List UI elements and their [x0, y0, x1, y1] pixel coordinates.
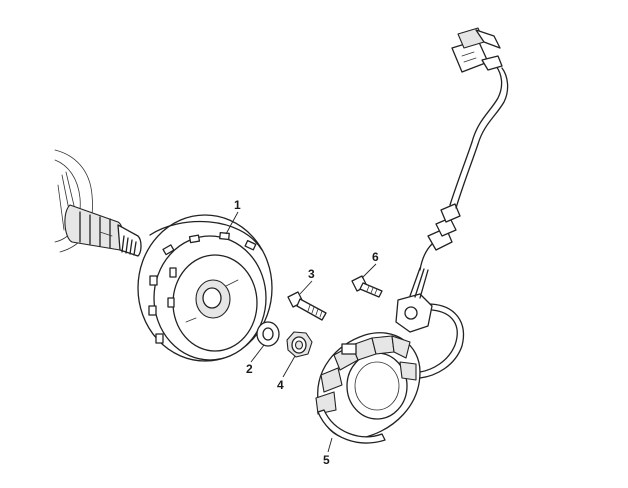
stator-bolt [287, 291, 327, 321]
label-part-3: 3 [308, 267, 315, 281]
label-part-6: 6 [372, 250, 379, 264]
leader-lines [225, 211, 377, 453]
label-part-2: 2 [246, 362, 253, 376]
crankshaft-assembly [54, 149, 142, 257]
pickup-screw [351, 275, 383, 298]
flywheel-rotor [137, 214, 273, 362]
rotor-window-slots [148, 232, 257, 344]
stator-coil-assembly [315, 27, 509, 444]
label-part-4: 4 [277, 378, 284, 392]
washer [256, 321, 280, 347]
label-part-1: 1 [234, 198, 241, 212]
label-part-5: 5 [323, 453, 330, 467]
flange-nut [286, 331, 313, 358]
